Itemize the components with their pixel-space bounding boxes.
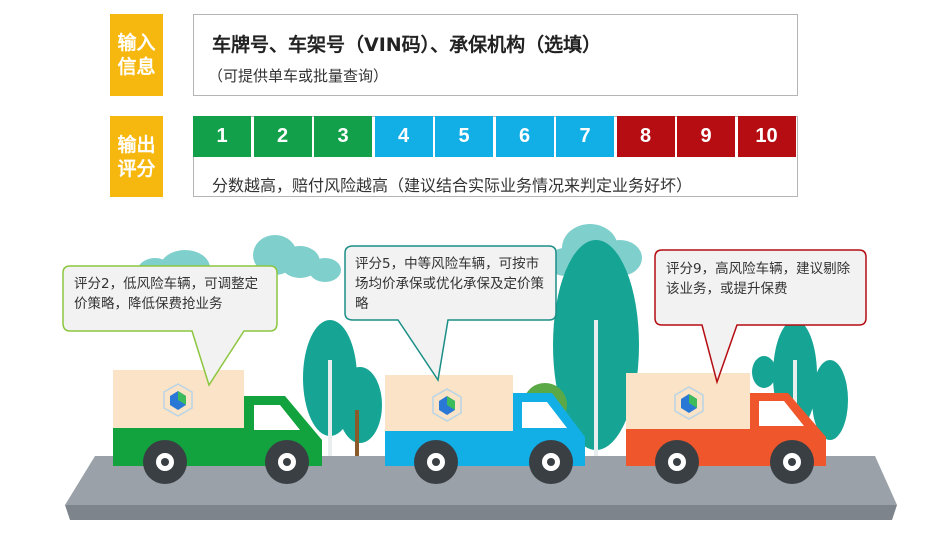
bubble-low-risk bbox=[62, 265, 278, 387]
bubble-medium-risk-text: 评分5，中等风险车辆，可按市场均价承保或优化承保及定价策略 bbox=[355, 256, 544, 312]
cube-logo-icon bbox=[163, 383, 704, 422]
bubble-high-risk bbox=[654, 249, 867, 385]
bubble-low-risk-text: 评分2，低风险车辆，可调整定价策略，降低保费抢业务 bbox=[74, 276, 259, 312]
input-title: 车牌号、车架号（VIN码）、承保机构（选填） bbox=[212, 34, 602, 56]
score-cell: 1 bbox=[193, 116, 251, 157]
bubble-high-risk-text: 评分9，高风险车辆，建议剔除该业务，或提升保费 bbox=[666, 261, 851, 297]
score-cell: 7 bbox=[556, 116, 614, 157]
score-cell: 4 bbox=[374, 116, 433, 157]
score-cell: 5 bbox=[435, 116, 493, 157]
score-cell: 2 bbox=[253, 116, 312, 157]
input-subtitle: （可提供单车或批量查询） bbox=[208, 67, 389, 85]
bubble-medium-risk bbox=[344, 245, 557, 382]
score-cell: 9 bbox=[677, 116, 735, 157]
score-note: 分数越高，赔付风险越高（建议结合实际业务情况来判定业务好坏） bbox=[212, 176, 693, 195]
output-score-tag: 输出评分 bbox=[110, 116, 163, 197]
input-info-box: 车牌号、车架号（VIN码）、承保机构（选填） （可提供单车或批量查询） bbox=[193, 14, 798, 96]
wheel-icon bbox=[143, 440, 814, 484]
input-info-tag: 输入信息 bbox=[110, 14, 163, 96]
score-cell: 10 bbox=[737, 116, 796, 157]
score-cell: 8 bbox=[616, 116, 675, 157]
score-cell: 3 bbox=[314, 116, 372, 157]
score-cell: 6 bbox=[495, 116, 554, 157]
